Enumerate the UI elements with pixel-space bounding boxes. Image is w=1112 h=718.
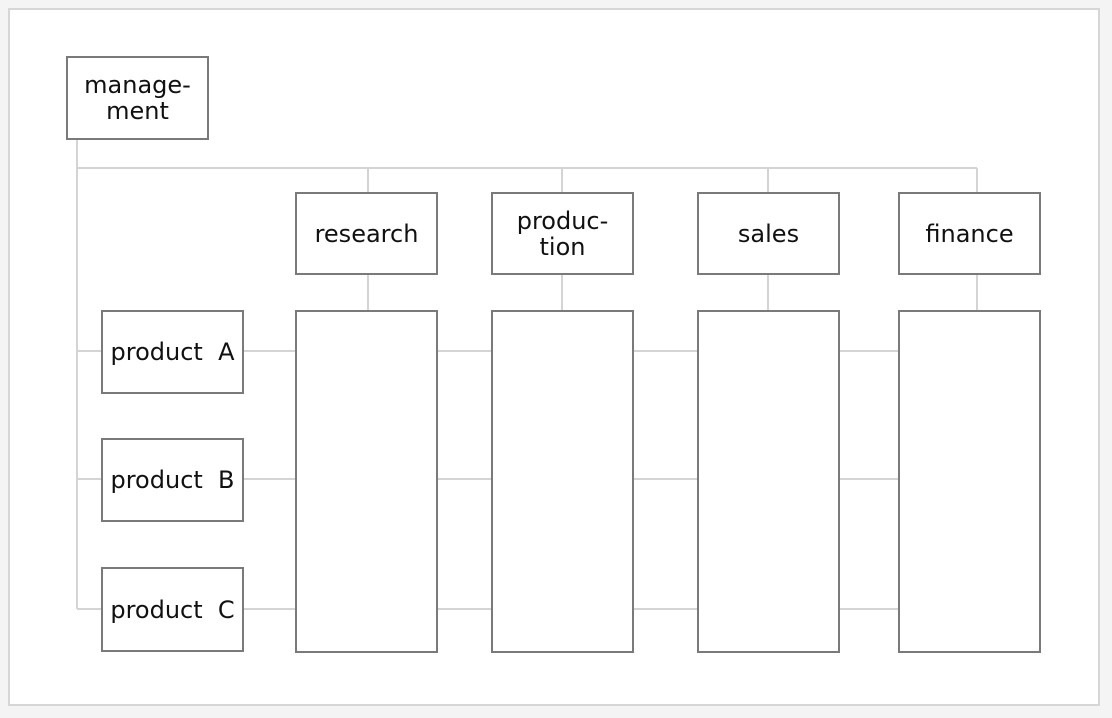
column-body-sales — [697, 310, 840, 653]
product-label: product C — [110, 595, 235, 624]
management-label: manage- ment — [84, 71, 191, 125]
department-box-finance: finance — [898, 192, 1041, 275]
column-body-finance — [898, 310, 1041, 653]
column-body-production — [491, 310, 634, 653]
product-box-a: product A — [101, 310, 244, 394]
management-box: manage- ment — [66, 56, 209, 140]
product-box-c: product C — [101, 567, 244, 652]
department-label: sales — [737, 219, 800, 248]
department-label: produc- tion — [516, 206, 609, 261]
column-body-research — [295, 310, 438, 653]
department-box-sales: sales — [697, 192, 840, 275]
department-label: research — [314, 219, 419, 248]
product-box-b: product B — [101, 438, 244, 522]
department-box-research: research — [295, 192, 438, 275]
product-label: product B — [110, 466, 235, 494]
department-box-production: produc- tion — [491, 192, 634, 275]
department-label: finance — [925, 219, 1014, 248]
product-label: product A — [110, 338, 235, 366]
